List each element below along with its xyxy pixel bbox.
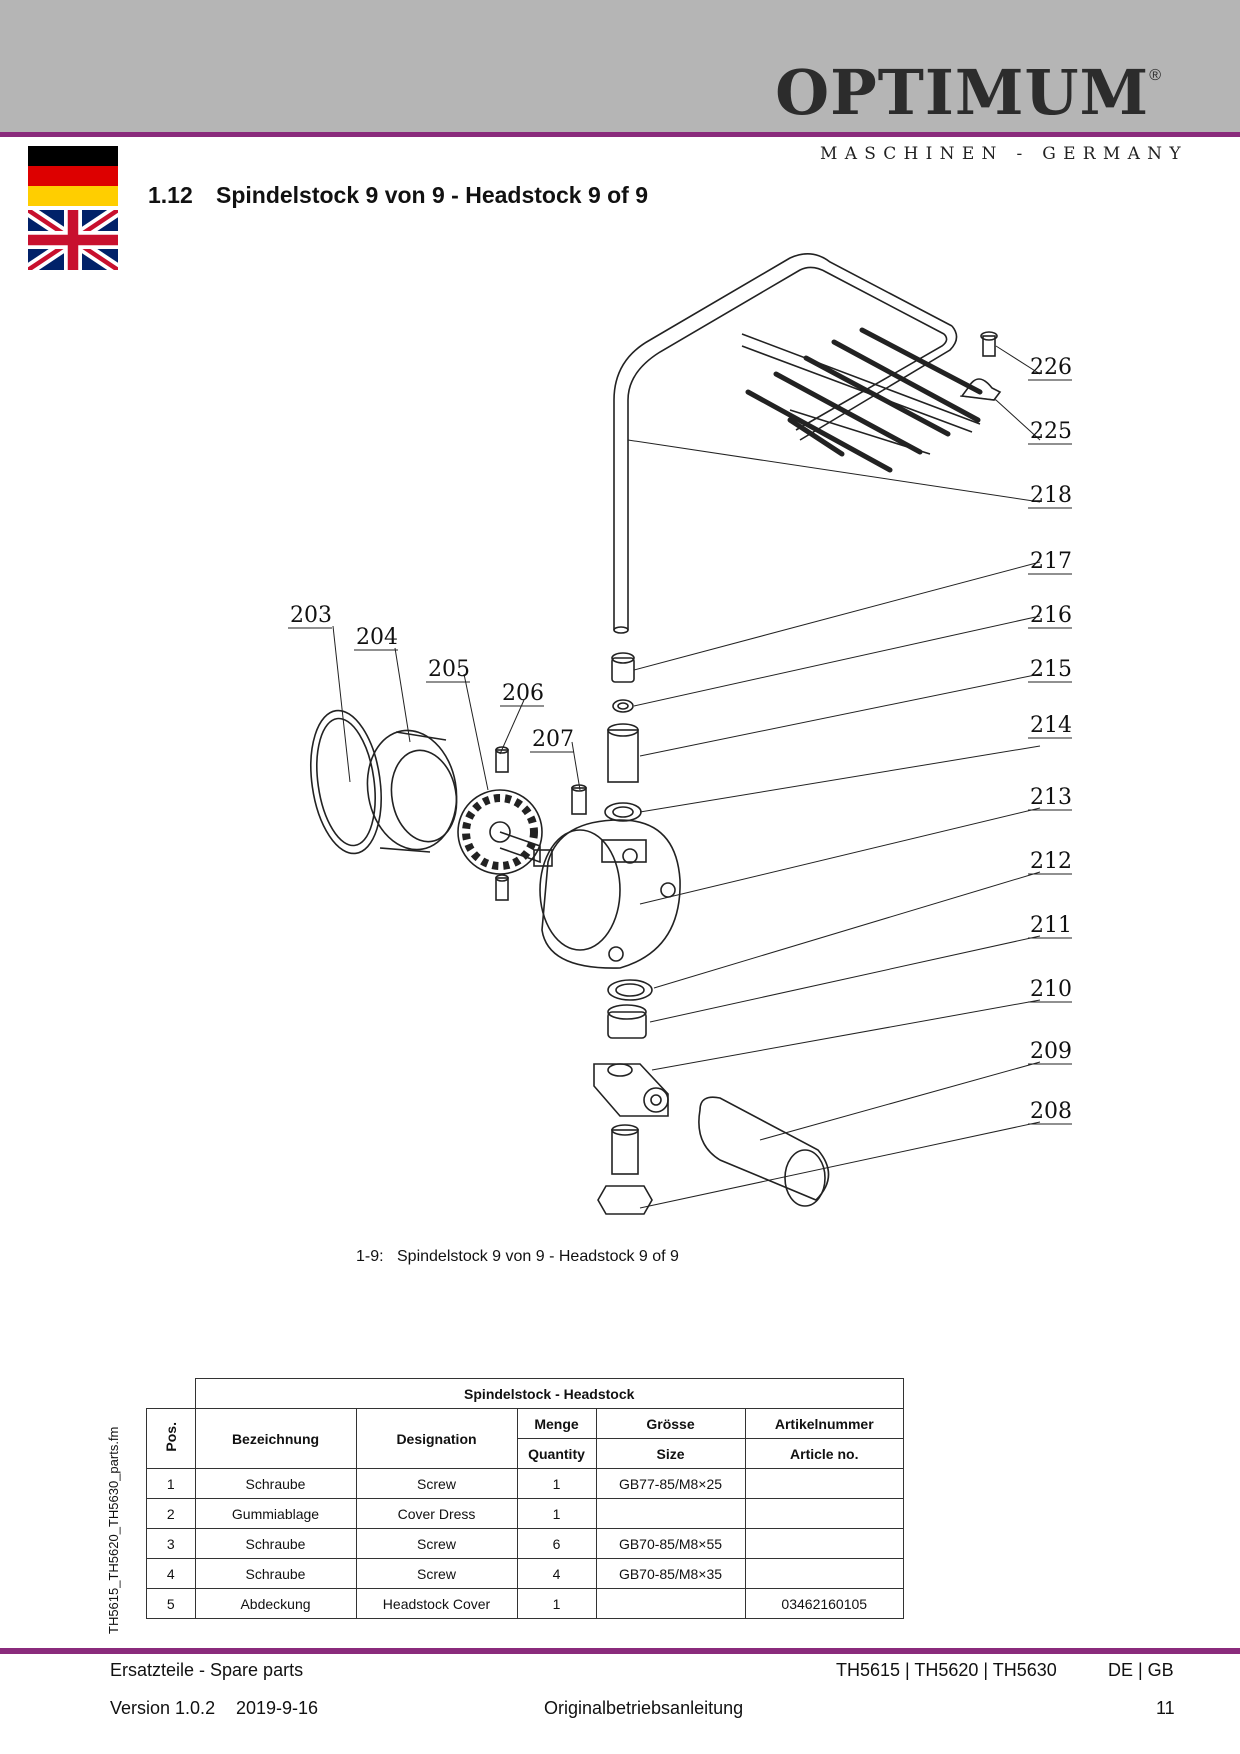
cell-designation: Screw: [355, 1468, 518, 1499]
callout-210: 210: [1030, 977, 1072, 1002]
brand-name: OPTIMUM: [775, 56, 1150, 129]
callout-205: 205: [428, 657, 470, 682]
callout-225: 225: [1030, 419, 1072, 444]
callout-204: 204: [356, 625, 398, 650]
callout-226: 226: [1030, 355, 1072, 380]
cell-artikel: [744, 1558, 904, 1589]
header-article-no: Article no.: [744, 1438, 904, 1469]
cell-menge: 4: [516, 1558, 597, 1589]
footer-models: TH5615 | TH5620 | TH5630: [836, 1660, 1057, 1680]
footer-manual-label: Originalbetriebsanleitung: [544, 1698, 744, 1718]
cell-pos: 4: [146, 1558, 196, 1589]
cell-artikel: 03462160105: [744, 1588, 904, 1619]
cell-bezeichnung: Schraube: [194, 1468, 357, 1499]
header-band: [0, 0, 1240, 132]
cell-artikel: [744, 1528, 904, 1559]
brand-logo: OPTIMUM®: [775, 62, 1162, 124]
cell-designation: Screw: [355, 1558, 518, 1589]
cell-bezeichnung: Gummiablage: [194, 1498, 357, 1529]
callout-203: 203: [290, 603, 332, 628]
registered-mark: ®: [1149, 67, 1162, 84]
parts-table: Spindelstock - Headstock Pos. Bezeichnun…: [146, 1378, 904, 1619]
callout-214: 214: [1030, 713, 1072, 738]
section-heading: Spindelstock 9 von 9 - Headstock 9 of 9: [216, 182, 649, 208]
coolant-pipe: [613, 253, 958, 630]
cell-pos: 2: [146, 1498, 196, 1529]
header-quantity: Quantity: [516, 1438, 597, 1469]
header-pos: Pos.: [162, 1422, 179, 1452]
exploded-parts-diagram: 203 204 205 206 207 208 209 210 211 212 …: [288, 253, 1072, 1215]
footer-doc-type: Ersatzteile - Spare parts: [110, 1660, 304, 1680]
cell-groesse: [595, 1498, 746, 1529]
header-accent-line: [0, 132, 1240, 137]
table-row: 1 Schraube Screw 1 GB77-85/M8×25: [146, 1468, 904, 1499]
callout-218: 218: [1030, 483, 1072, 508]
table-row: 5 Abdeckung Headstock Cover 1 0346216010…: [146, 1588, 904, 1619]
footer-page-number: 11: [1156, 1698, 1175, 1718]
section-title: 1.12 Spindelstock 9 von 9 - Headstock 9 o…: [148, 182, 648, 209]
cell-bezeichnung: Schraube: [194, 1528, 357, 1559]
footer-languages: DE | GB: [1108, 1660, 1174, 1680]
cell-designation: Screw: [355, 1528, 518, 1559]
header-size: Size: [595, 1438, 746, 1469]
table-header-row: Pos. Bezeichnung Designation Menge Gröss…: [146, 1408, 904, 1469]
cell-groesse: GB70-85/M8×35: [595, 1558, 746, 1589]
header-artikelnummer: Artikelnummer: [744, 1408, 904, 1439]
cell-designation: Headstock Cover: [355, 1588, 518, 1619]
table-row: 2 Gummiablage Cover Dress 1: [146, 1498, 904, 1529]
brand-subtitle: MASCHINEN - GERMANY: [820, 144, 1188, 164]
callout-216: 216: [1030, 603, 1072, 628]
footer-version: Version 1.0.2: [110, 1698, 216, 1718]
figure-number: 1-9:: [356, 1248, 384, 1265]
callout-207: 207: [532, 727, 574, 752]
cell-groesse: [595, 1588, 746, 1619]
cell-designation: Cover Dress: [355, 1498, 518, 1529]
table-row: 3 Schraube Screw 6 GB70-85/M8×55: [146, 1528, 904, 1559]
cell-menge: 1: [516, 1468, 597, 1499]
footer-date: 2019-9-16: [236, 1698, 319, 1718]
flag-united-kingdom-icon: [28, 210, 118, 270]
callout-206: 206: [502, 681, 544, 706]
cell-menge: 1: [516, 1588, 597, 1619]
flag-germany-icon: [28, 146, 118, 206]
callout-211: 211: [1030, 913, 1072, 938]
callout-217: 217: [1030, 549, 1072, 574]
callout-209: 209: [1030, 1039, 1072, 1064]
callout-208: 208: [1030, 1099, 1072, 1124]
callout-212: 212: [1030, 849, 1072, 874]
cell-pos: 1: [146, 1468, 196, 1499]
footer-accent-line: [0, 1648, 1240, 1654]
header-designation: Designation: [355, 1408, 518, 1469]
cell-pos: 5: [146, 1588, 196, 1619]
callout-215: 215: [1030, 657, 1072, 682]
section-number: 1.12: [148, 182, 193, 208]
cell-bezeichnung: Schraube: [194, 1558, 357, 1589]
cell-pos: 3: [146, 1528, 196, 1559]
cell-groesse: GB70-85/M8×55: [595, 1528, 746, 1559]
header-groesse: Grösse: [595, 1408, 746, 1439]
cell-groesse: GB77-85/M8×25: [595, 1468, 746, 1499]
cell-menge: 6: [516, 1528, 597, 1559]
cell-artikel: [744, 1468, 904, 1499]
table-title-row: Spindelstock - Headstock: [146, 1378, 904, 1409]
table-title: Spindelstock - Headstock: [194, 1378, 904, 1409]
table-row: 4 Schraube Screw 4 GB70-85/M8×35: [146, 1558, 904, 1589]
callout-213: 213: [1030, 785, 1072, 810]
cell-artikel: [744, 1498, 904, 1529]
header-menge: Menge: [516, 1408, 597, 1439]
cell-bezeichnung: Abdeckung: [194, 1588, 357, 1619]
figure-caption: 1-9: Spindelstock 9 von 9 - Headstock 9 o…: [356, 1248, 679, 1266]
cell-menge: 1: [516, 1498, 597, 1529]
header-bezeichnung: Bezeichnung: [194, 1408, 357, 1469]
source-file-label: TH5615_TH5620_TH5630_parts.fm: [106, 1426, 121, 1634]
figure-caption-text: Spindelstock 9 von 9 - Headstock 9 of 9: [397, 1248, 679, 1265]
